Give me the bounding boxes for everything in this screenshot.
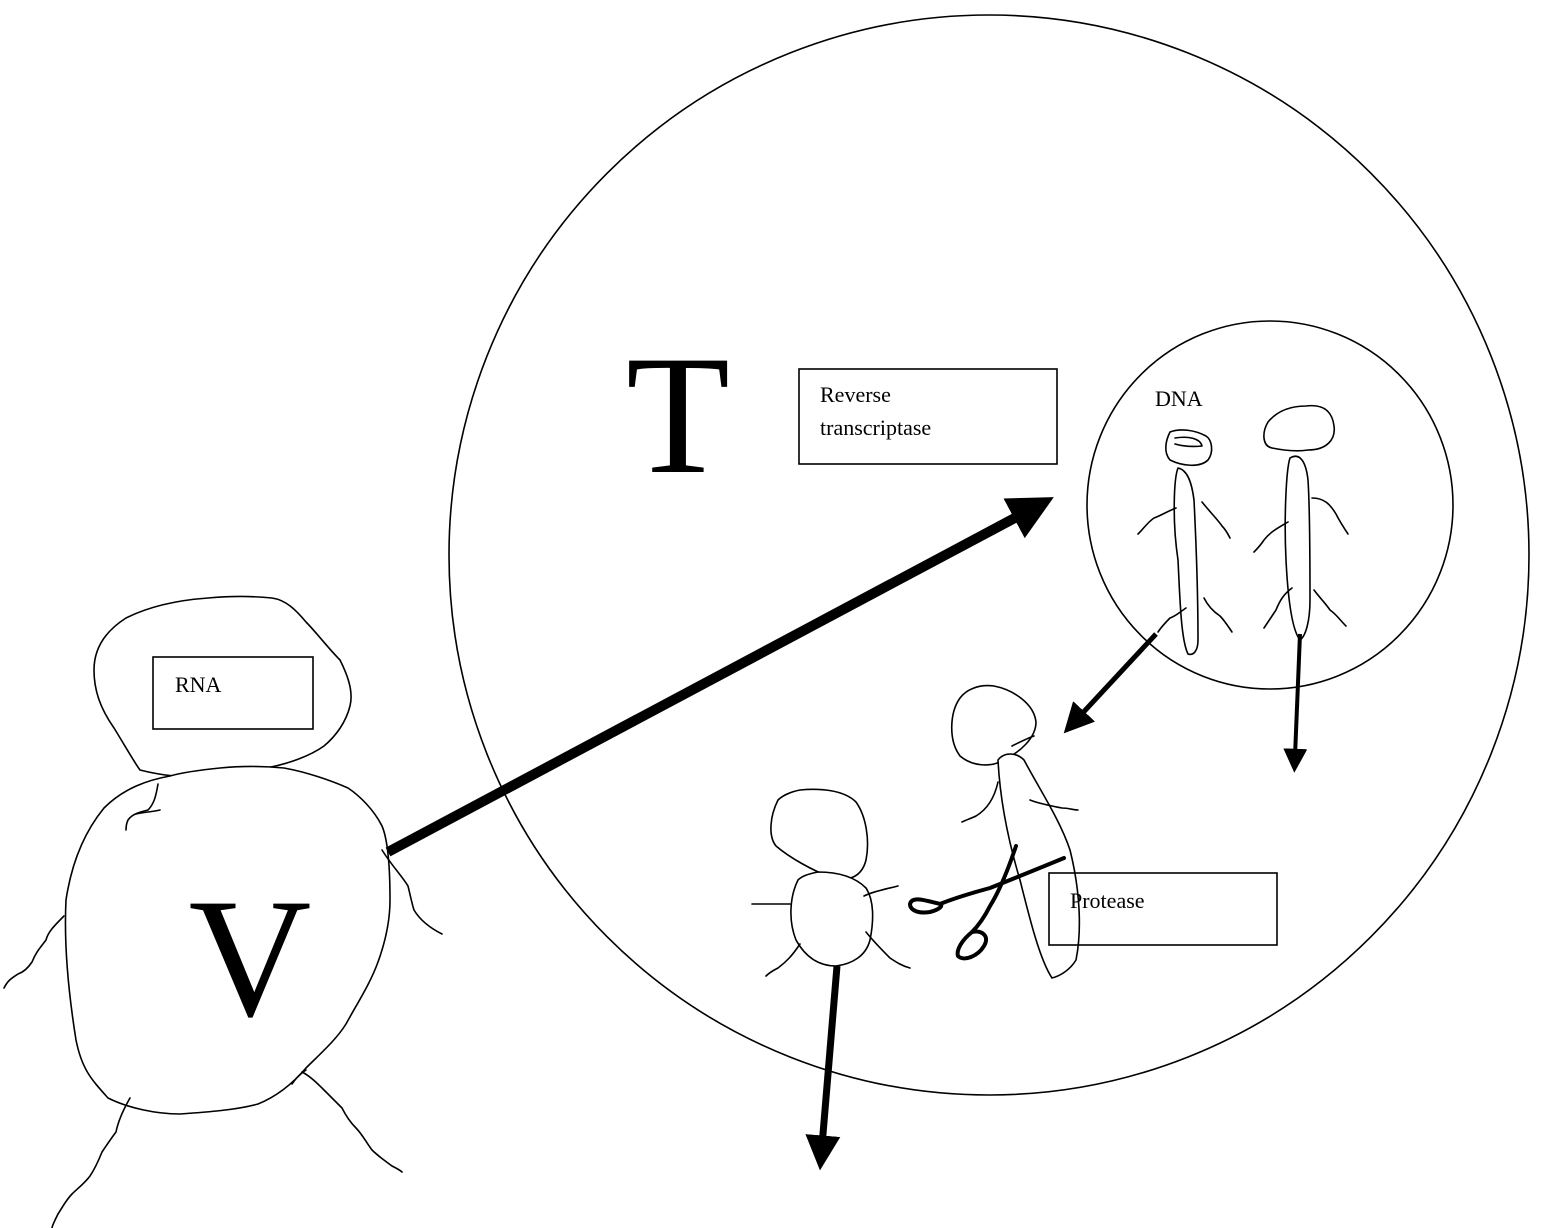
arrow-virus-to-nucleus	[385, 497, 1054, 857]
protease-label: Protease	[1048, 872, 1278, 946]
reverse-transcriptase-line1: Reverse	[820, 382, 891, 407]
t-cell-letter: T	[626, 321, 730, 509]
scissors-icon	[908, 844, 1066, 961]
budding-virion	[751, 788, 911, 977]
dna-figure-right	[1253, 404, 1349, 641]
protein-figure-center	[950, 684, 1081, 979]
dna-figure-left	[1137, 429, 1233, 656]
protease-text: Protease	[1070, 888, 1145, 913]
dna-label: DNA	[1155, 386, 1203, 411]
virus-letter: V	[189, 864, 312, 1052]
rna-text: RNA	[175, 672, 222, 697]
reverse-transcriptase-line2: transcriptase	[820, 415, 931, 440]
nucleus	[1086, 320, 1454, 690]
rna-label: RNA	[152, 656, 314, 730]
arrow-virion-release	[805, 965, 841, 1171]
arrow-nucleus-out	[1283, 633, 1308, 773]
arrow-nucleus-to-protein	[1063, 632, 1158, 734]
t-cell-membrane	[448, 14, 1530, 1096]
reverse-transcriptase-label: Reverse transcriptase	[798, 368, 1058, 465]
